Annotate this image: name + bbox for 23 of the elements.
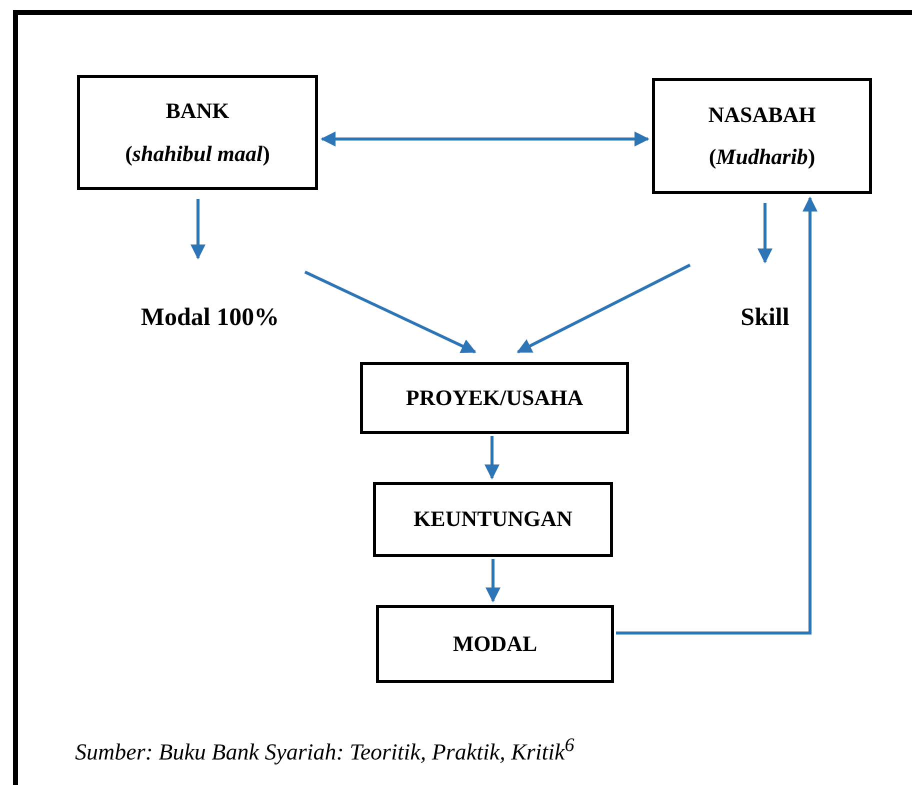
process-box	[360, 362, 629, 434]
arrow	[516, 264, 691, 354]
arrow	[320, 132, 650, 146]
process-box	[373, 482, 613, 557]
arrow	[758, 203, 772, 264]
box-title: BANK	[166, 98, 230, 124]
arrow	[616, 196, 818, 634]
arrow	[190, 199, 206, 260]
box-title: KEUNTUNGAN	[414, 506, 572, 533]
box-subtitle: (Mudharib)	[708, 144, 816, 170]
arrow	[304, 270, 476, 354]
process-box	[77, 75, 318, 190]
process-box	[652, 78, 872, 194]
process-box	[376, 605, 614, 683]
box-subtitle: (shahibul maal)	[125, 140, 270, 167]
node-label: Skill	[740, 303, 790, 333]
node-label: Modal 100%	[140, 303, 280, 333]
source-caption: Sumber: Buku Bank Syariah: Teoritik, Praktik, Kritik$^{6}$	[75, 735, 574, 766]
arrow	[486, 559, 500, 602]
arrow	[484, 436, 500, 480]
box-title: NASABAH	[708, 102, 816, 128]
box-title: PROYEK/USAHA	[406, 384, 584, 412]
box-title: MODAL	[452, 630, 538, 658]
